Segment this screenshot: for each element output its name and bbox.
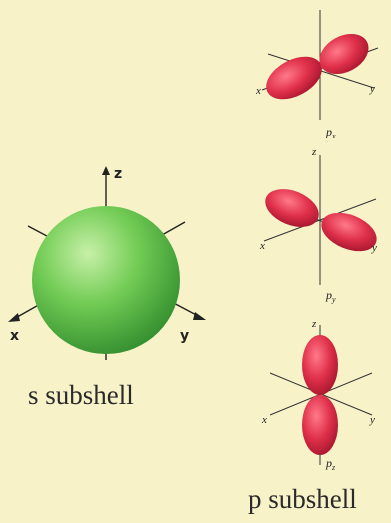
pz-x-label: x	[261, 414, 267, 426]
pz-y-label: y	[369, 414, 375, 426]
py-orbital-diagram: z x y py	[259, 146, 377, 304]
py-y-label: y	[371, 242, 377, 254]
s-subshell-caption: s subshell	[28, 380, 134, 410]
s-orbital-diagram: z x y	[8, 166, 206, 360]
s-sphere	[32, 206, 180, 354]
px-lobe-left	[266, 56, 322, 100]
s-z-label: z	[114, 166, 122, 182]
pz-z-label: z	[311, 318, 317, 330]
pz-lobe-top	[302, 335, 338, 395]
py-lobe-left	[265, 189, 319, 227]
px-orbital-diagram: x y px	[255, 10, 379, 138]
px-y-label: y	[369, 83, 375, 95]
py-label: py	[325, 288, 336, 304]
s-y-arrow	[193, 312, 206, 320]
pz-label: pz	[325, 456, 336, 472]
s-x-label: x	[10, 328, 19, 344]
px-x-label: x	[255, 85, 261, 97]
px-label: px	[325, 125, 336, 138]
s-z-arrow	[102, 166, 110, 175]
py-x-axis	[263, 198, 377, 242]
p-subshell-caption: p subshell	[248, 484, 357, 514]
px-lobe-right	[319, 33, 369, 75]
s-x-arrow	[8, 313, 20, 322]
pz-orbital-diagram: z x y pz	[261, 318, 375, 472]
py-z-label: z	[311, 146, 317, 158]
py-lobe-right	[321, 212, 377, 252]
py-x-label: x	[259, 240, 265, 252]
pz-lobe-bottom	[302, 395, 338, 455]
s-y-label: y	[180, 328, 189, 344]
